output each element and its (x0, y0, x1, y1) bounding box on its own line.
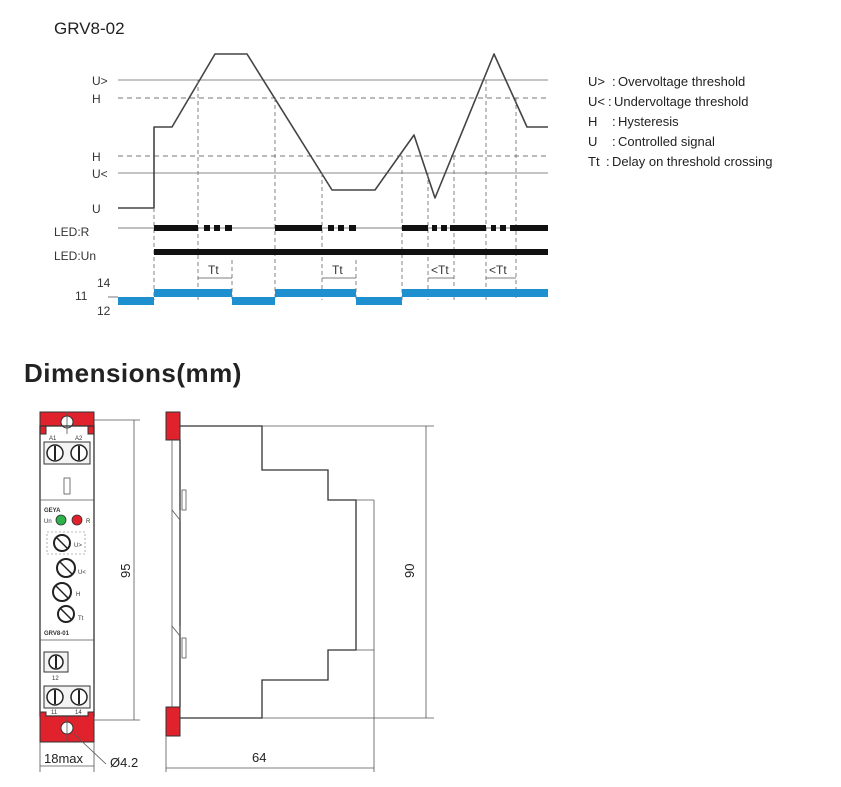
hole-leader (73, 733, 107, 765)
legend-text-u-under: Undervoltage threshold (614, 94, 748, 109)
brand-logo: GEYA (44, 508, 61, 514)
led-un-indicator (55, 514, 67, 526)
level-label-h-upper: H (92, 92, 101, 106)
relay-contact-signal (118, 289, 548, 305)
legend-key-h: H (588, 114, 597, 129)
knob-frame (46, 531, 86, 555)
device-side-view (165, 411, 375, 737)
legend-key-u: U (588, 134, 597, 149)
dim-label-height-front: 95 (118, 564, 133, 578)
terminal-label-a2: A2 (75, 436, 83, 442)
legend-text-u-over: Overvoltage threshold (618, 74, 745, 89)
delay-label: Tt (332, 263, 343, 277)
relay-high-segment (154, 289, 232, 297)
legend-key-tt: Tt (588, 154, 600, 169)
legend-text-h: Hysteresis (618, 114, 679, 129)
side-dimensions: 90 64 (165, 425, 434, 772)
level-label-u: U (92, 202, 101, 216)
legend-key-u-over: U> (588, 74, 605, 89)
knob-indicator (55, 585, 69, 599)
timing-diagram: U> H H U< U LED:R (54, 53, 548, 318)
knob-indicator (55, 536, 69, 550)
legend-sep: : (612, 114, 616, 129)
level-label-u-over: U> (92, 74, 108, 88)
delay-label: <Tt (431, 263, 449, 277)
knob-label: Tt (78, 616, 84, 622)
legend: U> : Overvoltage threshold U< : Undervol… (588, 74, 772, 169)
diagram-title: GRV8-02 (54, 19, 125, 38)
side-profile-outline (180, 425, 357, 719)
led-label-un: Un (44, 519, 52, 525)
relay-low-segment (356, 297, 402, 305)
terminal-label-12: 12 (52, 676, 59, 682)
side-latch (171, 509, 181, 522)
level-label-h-lower: H (92, 150, 101, 164)
legend-sep: : (612, 134, 616, 149)
relay-high-segment (402, 289, 548, 297)
knob-indicator (59, 561, 73, 575)
terminal-label-a1: A1 (49, 436, 57, 442)
side-notch (181, 489, 187, 511)
device-front-view: A1 A2 GEYA Un R U> U< H Tt GRV8-01 12 (39, 411, 95, 743)
front-slot (63, 477, 71, 495)
track-label-led-r: LED:R (54, 225, 90, 239)
dim-label-depth-side: 64 (252, 750, 266, 765)
delay-annotations: Tt Tt <Tt <Tt (198, 263, 516, 279)
side-notch (181, 637, 187, 659)
relay-low-segment (232, 297, 275, 305)
legend-sep: : (606, 154, 610, 169)
relay-low-segment (118, 297, 154, 305)
legend-text-u: Controlled signal (618, 134, 715, 149)
terminal-label-11: 11 (51, 710, 58, 716)
front-dimensions: 95 18max Ø4.2 (39, 419, 140, 772)
delay-label: <Tt (489, 263, 507, 277)
device-model-label: GRV8-01 (44, 631, 70, 637)
dim-label-hole: Ø4.2 (110, 755, 138, 770)
side-bottom-clip (165, 706, 181, 737)
knob-label: U< (78, 570, 86, 576)
side-latch (171, 625, 181, 638)
knob-label: U> (74, 543, 82, 549)
knob-label: H (76, 592, 80, 598)
legend-sep: : (612, 74, 616, 89)
led-r-indicator (71, 514, 83, 526)
contact-label-14: 14 (97, 276, 111, 290)
relay-high-segment (275, 289, 356, 297)
dim-label-width-front: 18max (44, 751, 84, 766)
delay-label: Tt (208, 263, 219, 277)
dim-label-height-side: 90 (402, 564, 417, 578)
legend-key-u-under: U< (588, 94, 605, 109)
track-label-led-un: LED:Un (54, 249, 96, 263)
level-label-u-under: U< (92, 167, 108, 181)
terminal-label-14: 14 (75, 710, 82, 716)
led-label-r: R (86, 519, 91, 525)
legend-sep: : (608, 94, 612, 109)
dimensions-heading: Dimensions(mm) (24, 358, 242, 388)
contact-label-11: 11 (75, 289, 88, 303)
knob-indicator (59, 607, 73, 621)
controlled-signal-line (118, 53, 548, 209)
legend-text-tt: Delay on threshold crossing (612, 154, 772, 169)
contact-label-12: 12 (97, 304, 111, 318)
side-top-clip (165, 411, 181, 441)
